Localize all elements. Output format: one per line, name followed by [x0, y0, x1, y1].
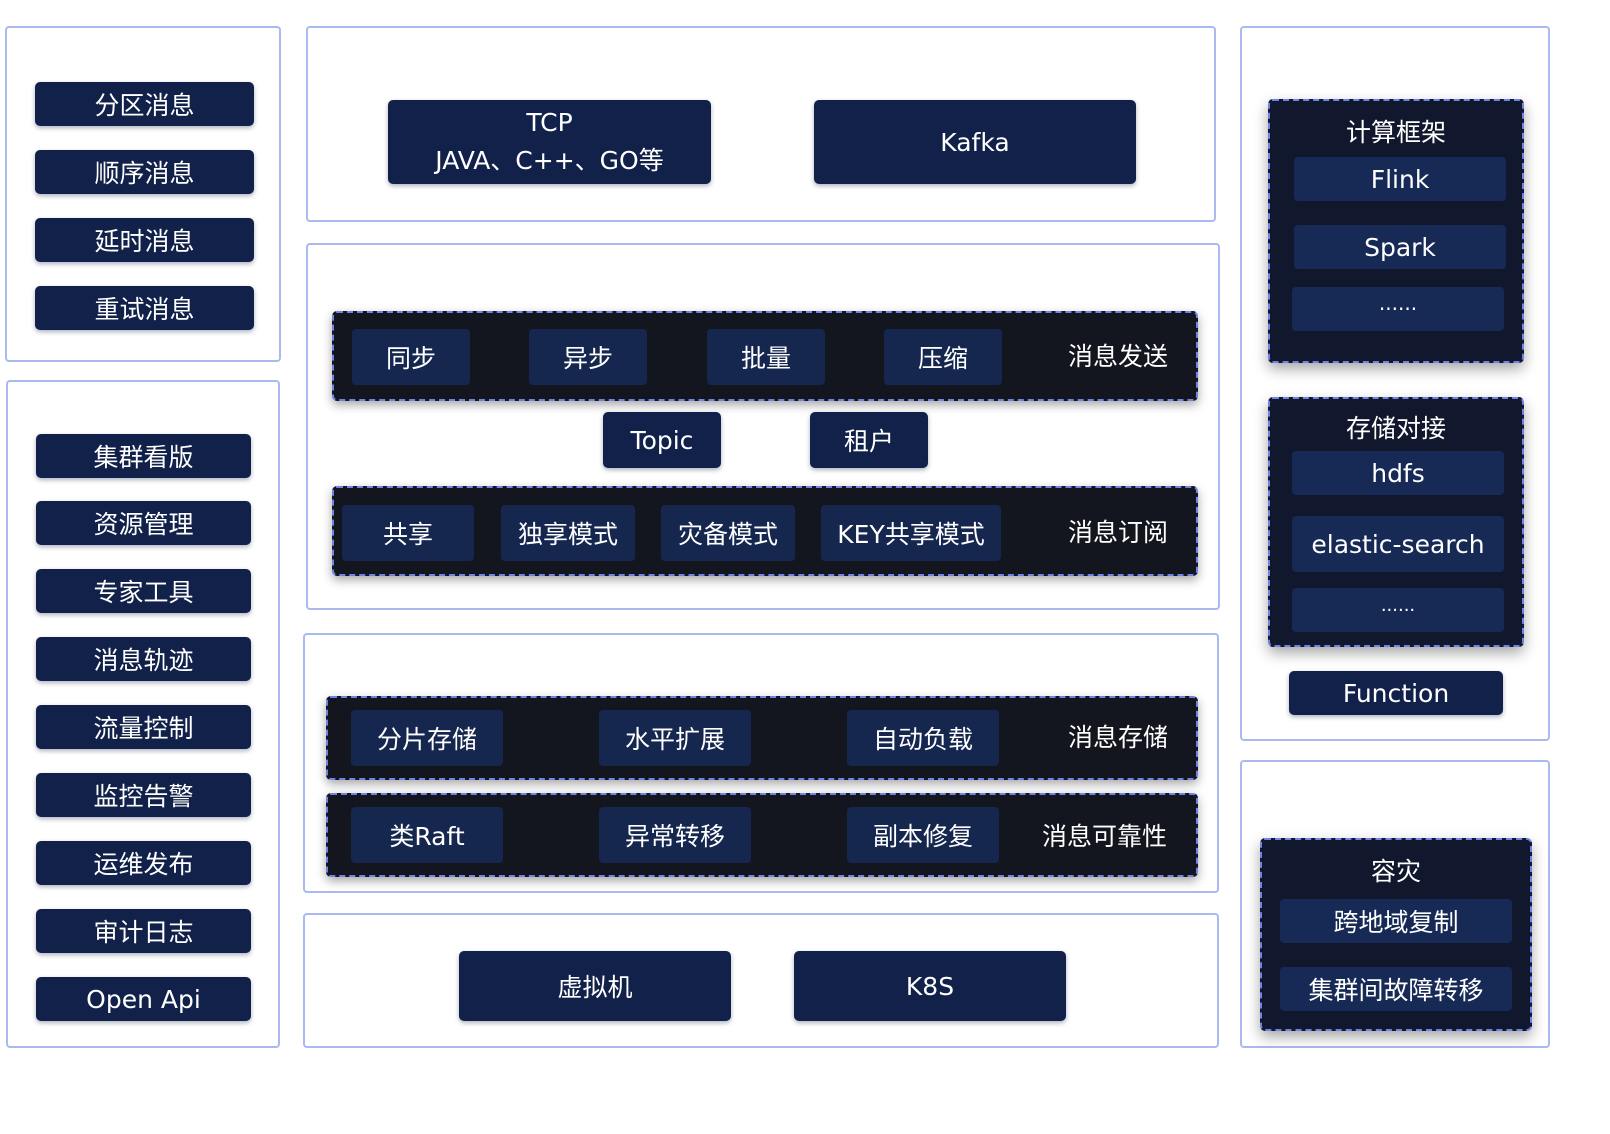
raft-like-chip: 类Raft — [351, 807, 503, 863]
exclusive-mode-chip: 独享模式 — [501, 505, 635, 561]
topic-chip: Topic — [603, 412, 721, 468]
sync-chip: 同步 — [352, 329, 470, 385]
cluster-failover-chip: 集群间故障转移 — [1280, 967, 1512, 1011]
protocol-panel: TCP JAVA、C++、GO等 Kafka — [306, 26, 1216, 222]
k8s-block: K8S — [794, 951, 1066, 1021]
function-block: Function — [1289, 671, 1503, 715]
horizontal-scale-chip: 水平扩展 — [599, 710, 751, 766]
message-send-label: 消息发送 — [1068, 342, 1169, 371]
flink-chip: Flink — [1294, 157, 1506, 201]
geo-replication-chip: 跨地域复制 — [1280, 899, 1512, 943]
compute-framework-title: 计算框架 — [1345, 118, 1446, 147]
message-reliability-band: 类Raft 异常转移 副本修复 消息可靠性 — [326, 793, 1198, 877]
async-chip: 异步 — [529, 329, 647, 385]
operations-panel: 集群看版 资源管理 专家工具 消息轨迹 流量控制 监控告警 运维发布 审计日志 … — [6, 380, 280, 1048]
message-storage-band: 分片存储 水平扩展 自动负载 消息存储 — [326, 696, 1198, 780]
message-subscribe-label: 消息订阅 — [1068, 518, 1169, 547]
shared-chip: 共享 — [342, 505, 474, 561]
auto-balance-chip: 自动负载 — [847, 710, 999, 766]
messaging-panel: 同步 异步 批量 压缩 消息发送 Topic 租户 共享 独享模式 灾备模式 K… — [306, 243, 1220, 610]
message-reliability-label: 消息可靠性 — [1042, 822, 1168, 851]
hdfs-chip: hdfs — [1292, 451, 1504, 495]
monitoring-alert-item: 监控告警 — [36, 773, 251, 817]
message-storage-label: 消息存储 — [1068, 723, 1169, 752]
replica-repair-chip: 副本修复 — [847, 807, 999, 863]
storage-integration-title: 存储对接 — [1345, 414, 1446, 443]
audit-log-item: 审计日志 — [36, 909, 251, 953]
compress-chip: 压缩 — [884, 329, 1002, 385]
flow-control-item: 流量控制 — [36, 705, 251, 749]
message-send-band: 同步 异步 批量 压缩 消息发送 — [332, 311, 1198, 401]
tcp-languages: JAVA、C++、GO等 — [435, 146, 664, 175]
compute-more-chip: ······ — [1292, 287, 1504, 331]
tcp-block: TCP JAVA、C++、GO等 — [388, 100, 711, 184]
key-shared-mode-chip: KEY共享模式 — [821, 505, 1001, 561]
failover-mode-chip: 灾备模式 — [661, 505, 795, 561]
ordered-message-item: 顺序消息 — [35, 150, 254, 194]
storage-integration-box: 存储对接 hdfs elastic-search ······ — [1268, 397, 1524, 647]
kafka-block: Kafka — [814, 100, 1136, 184]
expert-tools-item: 专家工具 — [36, 569, 251, 613]
failover-transfer-chip: 异常转移 — [599, 807, 751, 863]
spark-chip: Spark — [1294, 225, 1506, 269]
ops-release-item: 运维发布 — [36, 841, 251, 885]
shard-storage-chip: 分片存储 — [351, 710, 503, 766]
infrastructure-panel: 虚拟机 K8S — [303, 913, 1219, 1048]
ecosystem-panel: 计算框架 Flink Spark ······ 存储对接 hdfs elasti… — [1240, 26, 1550, 741]
elastic-search-chip: elastic-search — [1292, 516, 1504, 572]
resource-management-item: 资源管理 — [36, 501, 251, 545]
disaster-recovery-box: 容灾 跨地域复制 集群间故障转移 — [1260, 838, 1532, 1031]
tcp-title: TCP — [526, 108, 573, 137]
delayed-message-item: 延时消息 — [35, 218, 254, 262]
partition-message-item: 分区消息 — [35, 82, 254, 126]
storage-panel: 分片存储 水平扩展 自动负载 消息存储 类Raft 异常转移 副本修复 消息可靠… — [303, 633, 1219, 893]
cluster-dashboard-item: 集群看版 — [36, 434, 251, 478]
virtual-machine-block: 虚拟机 — [459, 951, 731, 1021]
batch-chip: 批量 — [707, 329, 825, 385]
message-types-panel: 分区消息 顺序消息 延时消息 重试消息 — [5, 26, 281, 362]
message-subscribe-band: 共享 独享模式 灾备模式 KEY共享模式 消息订阅 — [332, 486, 1198, 576]
compute-framework-box: 计算框架 Flink Spark ······ — [1268, 99, 1524, 363]
storage-more-chip: ······ — [1292, 588, 1504, 632]
disaster-recovery-title: 容灾 — [1370, 857, 1421, 886]
retry-message-item: 重试消息 — [35, 286, 254, 330]
disaster-recovery-panel: 容灾 跨地域复制 集群间故障转移 — [1240, 760, 1550, 1048]
open-api-item: Open Api — [36, 977, 251, 1021]
tenant-chip: 租户 — [810, 412, 928, 468]
message-trace-item: 消息轨迹 — [36, 637, 251, 681]
